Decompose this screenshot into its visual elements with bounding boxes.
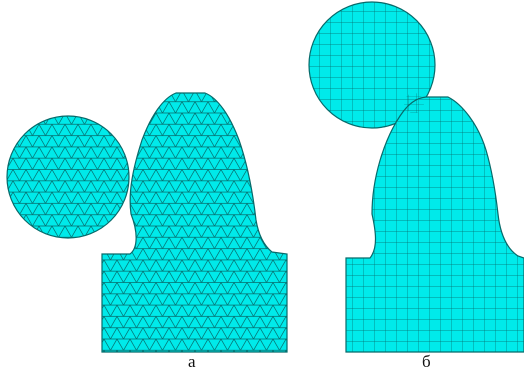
panel-b-quadrilateral-mesh — [308, 1, 524, 353]
tooth-a — [101, 92, 288, 353]
roller-b — [308, 1, 436, 129]
tooth-b — [345, 93, 524, 353]
panel-b-caption: б — [422, 352, 431, 371]
roller-a — [6, 115, 130, 239]
panel-a-caption: а — [188, 352, 196, 371]
panel-a-triangular-mesh — [6, 92, 288, 353]
contact-refinement — [404, 93, 424, 113]
